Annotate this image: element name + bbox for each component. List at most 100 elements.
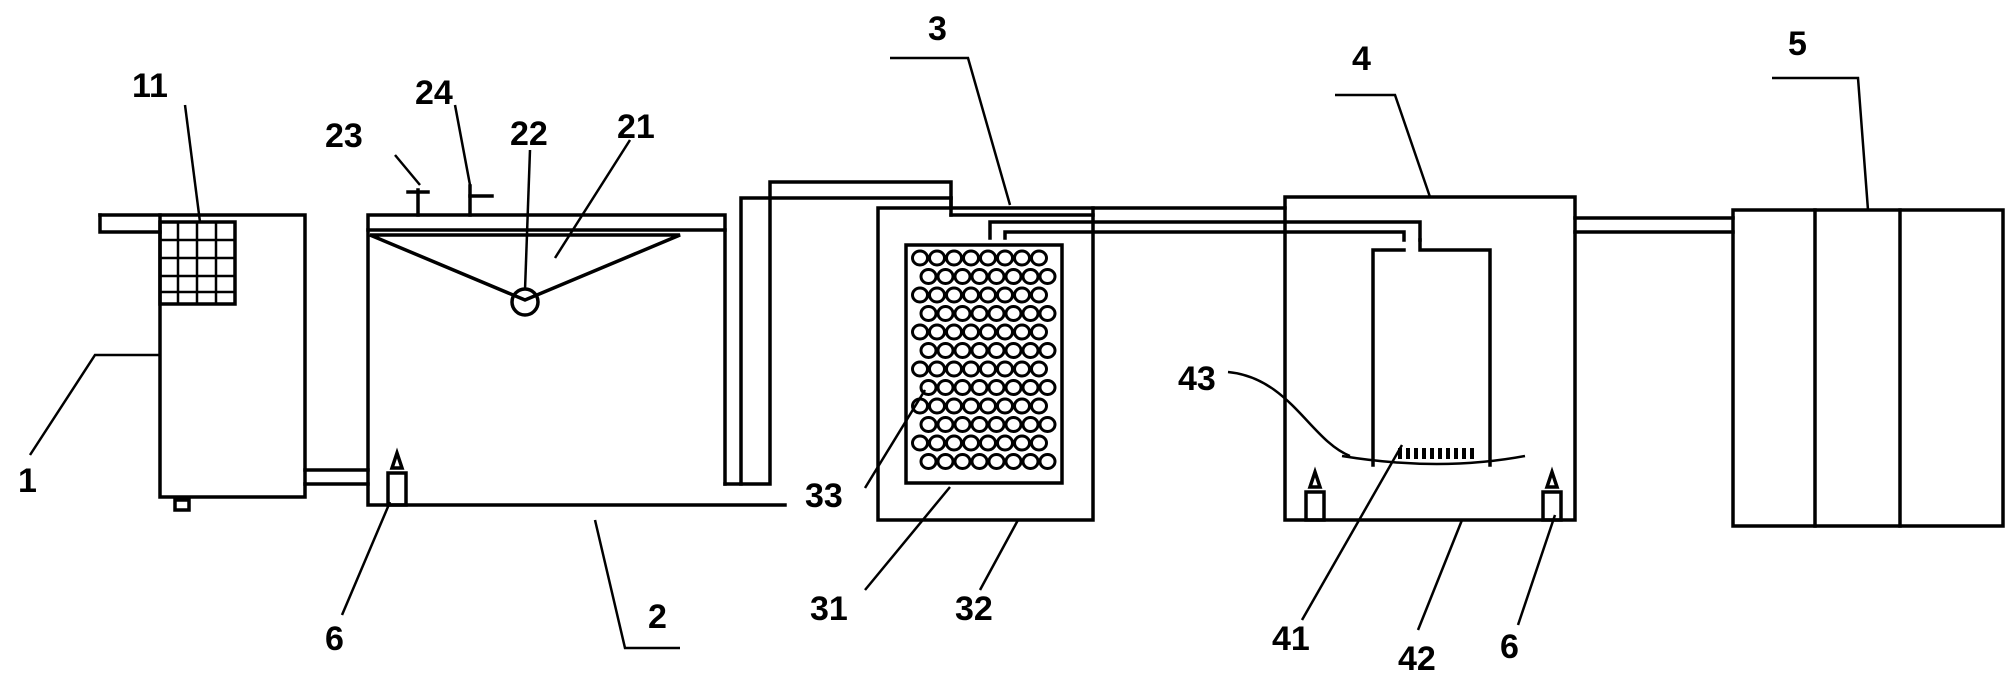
label-3: 3 xyxy=(928,10,947,48)
media-pellet xyxy=(1004,453,1023,470)
media-pellet xyxy=(936,416,955,433)
media-pellet xyxy=(1004,416,1023,433)
media-pellet xyxy=(1021,453,1040,470)
media-pellet xyxy=(919,416,938,433)
leader-lines xyxy=(28,56,1870,650)
label-4: 4 xyxy=(1352,40,1371,78)
label-21: 21 xyxy=(617,108,655,146)
media-pellet xyxy=(1038,268,1057,285)
media-pellet xyxy=(970,268,989,285)
media-pellet xyxy=(970,453,989,470)
media-pellet xyxy=(936,342,955,359)
media-pellet xyxy=(919,342,938,359)
media-pellet xyxy=(945,249,963,267)
membrane-fibre xyxy=(1462,448,1466,459)
membrane-fibre xyxy=(1430,448,1434,459)
media-pellet xyxy=(996,434,1014,452)
media-pellet xyxy=(953,305,972,322)
media-pellet xyxy=(1038,305,1057,322)
media-pellet xyxy=(928,249,946,267)
media-pellet xyxy=(953,268,972,285)
membrane-fibre xyxy=(1470,448,1474,459)
unit-3-filter-tank xyxy=(876,196,1422,522)
media-pellet xyxy=(1030,286,1048,304)
media-pellet xyxy=(987,305,1006,322)
media-pellet xyxy=(928,360,946,378)
media-pellet xyxy=(996,249,1014,267)
media-pellet xyxy=(1030,434,1048,452)
media-pellet xyxy=(1004,268,1023,285)
media-pellet xyxy=(919,453,938,470)
label-32: 32 xyxy=(955,590,993,628)
media-pellet xyxy=(979,397,997,415)
label-1: 1 xyxy=(18,462,37,500)
media-pellet xyxy=(1030,323,1048,341)
reference-numerals: 1 11 23 24 22 21 6 2 3 33 31 32 4 43 41 … xyxy=(18,10,1807,678)
media-pellet xyxy=(970,305,989,322)
media-pellet xyxy=(979,249,997,267)
media-pellet xyxy=(911,360,929,378)
media-pellet xyxy=(987,416,1006,433)
media-pellet xyxy=(928,397,946,415)
aerator-6-right-icon xyxy=(1541,466,1563,522)
media-pellet xyxy=(928,323,946,341)
media-pellet xyxy=(1004,379,1023,396)
membrane-fibre xyxy=(1446,448,1450,459)
label-2: 2 xyxy=(648,598,667,636)
unit-2-tank xyxy=(366,180,953,507)
media-pellet xyxy=(1013,360,1031,378)
media-pellet xyxy=(1021,305,1040,322)
membrane-fibre xyxy=(1414,448,1418,459)
valve-23-icon xyxy=(406,188,430,217)
media-pellet xyxy=(970,379,989,396)
media-pellet xyxy=(962,360,980,378)
label-5: 5 xyxy=(1788,25,1807,63)
media-pellet xyxy=(936,268,955,285)
media-pellet xyxy=(911,286,929,304)
media-pellet xyxy=(945,397,963,415)
aerator-6-mid-icon xyxy=(1304,466,1326,522)
label-41: 41 xyxy=(1272,620,1310,658)
media-pellet xyxy=(987,453,1006,470)
media-pellet xyxy=(1013,249,1031,267)
media-pellet xyxy=(962,286,980,304)
media-pellet xyxy=(987,268,1006,285)
media-pellet xyxy=(1021,342,1040,359)
media-pellet xyxy=(1038,379,1057,396)
media-pellet xyxy=(1004,342,1023,359)
media-pellet xyxy=(1030,397,1048,415)
media-pellet xyxy=(945,434,963,452)
label-23: 23 xyxy=(325,117,363,155)
screen-grid-11 xyxy=(158,220,237,306)
label-33: 33 xyxy=(805,477,843,515)
unit-1-screen-chamber xyxy=(98,213,370,512)
media-pellet xyxy=(987,342,1006,359)
media-pellet xyxy=(936,453,955,470)
media-pellet xyxy=(945,323,963,341)
media-pellet xyxy=(996,323,1014,341)
media-pellet xyxy=(1004,305,1023,322)
membrane-fibre xyxy=(1398,448,1402,459)
media-pellet xyxy=(919,379,938,396)
filter-basket-31 xyxy=(904,243,1064,485)
outlet-22-icon xyxy=(510,287,540,317)
media-pellet xyxy=(962,397,980,415)
media-pellet xyxy=(911,323,929,341)
label-31: 31 xyxy=(810,590,848,628)
label-6-left: 6 xyxy=(325,620,344,658)
media-pellet xyxy=(953,453,972,470)
unit-4-tank xyxy=(1283,195,1735,522)
aerator-6-left-icon xyxy=(386,447,408,507)
filter-media-33 xyxy=(911,249,1057,470)
media-pellet xyxy=(1021,268,1040,285)
media-pellet xyxy=(962,249,980,267)
media-pellet xyxy=(1013,434,1031,452)
label-24: 24 xyxy=(415,74,453,112)
media-pellet xyxy=(1021,416,1040,433)
unit-5-compartments xyxy=(1731,208,2005,528)
media-pellet xyxy=(1013,397,1031,415)
valve-24-icon xyxy=(468,184,494,217)
media-pellet xyxy=(1013,323,1031,341)
media-pellet xyxy=(979,323,997,341)
